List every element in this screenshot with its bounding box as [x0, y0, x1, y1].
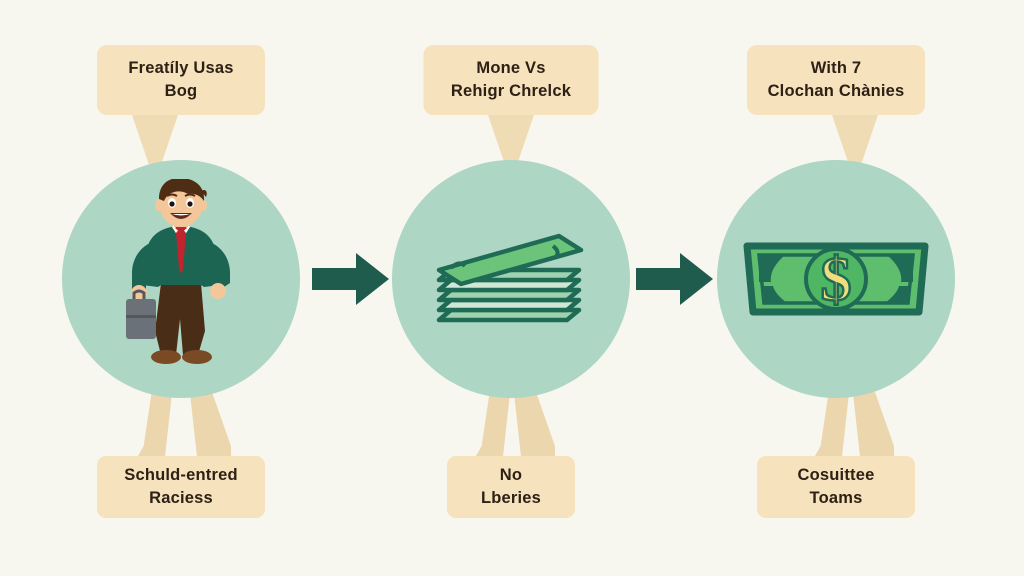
svg-text:$: $ [821, 246, 852, 314]
step-2-bottom-label: No Lberies [447, 456, 575, 518]
step-3-bottom-label: Cosuittee Toams [757, 456, 915, 518]
step-1-top-label-line1: Freatíly Usas [128, 59, 234, 78]
step-3-top-label-line2: Clochan Chànies [767, 82, 905, 100]
money-stack-icon [436, 233, 584, 323]
dollar-banknote-icon: $ [743, 242, 929, 316]
step-1-bottom-label-line2: Raciess [149, 489, 213, 507]
step-1-bottom-label: Schuld-entred Raciess [97, 456, 265, 518]
arrow-step2-to-step3 [636, 250, 714, 308]
step-1-top-label: Freatíly Usas Bog [97, 45, 265, 115]
step-2-top-label-line2: Rehigr Chrelck [450, 82, 572, 100]
step-2-top-label: Mone Vs Rehigr Chrelck [423, 45, 599, 115]
businessman-with-briefcase-icon [126, 179, 230, 364]
right-arrow-icon [312, 253, 389, 305]
step-2-circle [392, 160, 630, 398]
step-2-bottom-label-line1: No [499, 466, 523, 485]
step-2-top-label-line1: Mone Vs [476, 59, 546, 78]
step-3-top-label: With 7 Clochan Chànies [747, 45, 925, 115]
step-2-bottom-label-line2: Lberies [480, 489, 542, 507]
step-1-top-label-line2: Bog [164, 82, 198, 100]
step-1-circle [62, 160, 300, 398]
step-group-2: Mone Vs Rehigr Chrelck [341, 0, 681, 576]
step-group-3: With 7 Clochan Chànies $ [666, 0, 1006, 576]
step-3-top-label-line1: With 7 [810, 59, 862, 78]
step-group-1: Freatíly Usas Bog [11, 0, 351, 576]
step-3-bottom-label-line2: Toams [809, 489, 863, 507]
arrow-step1-to-step2 [312, 250, 390, 308]
step-3-circle: $ [717, 160, 955, 398]
right-arrow-icon [636, 253, 713, 305]
step-1-bottom-label-line1: Schuld-entred [124, 466, 238, 485]
step-3-bottom-label-line1: Cosuittee [797, 466, 875, 485]
